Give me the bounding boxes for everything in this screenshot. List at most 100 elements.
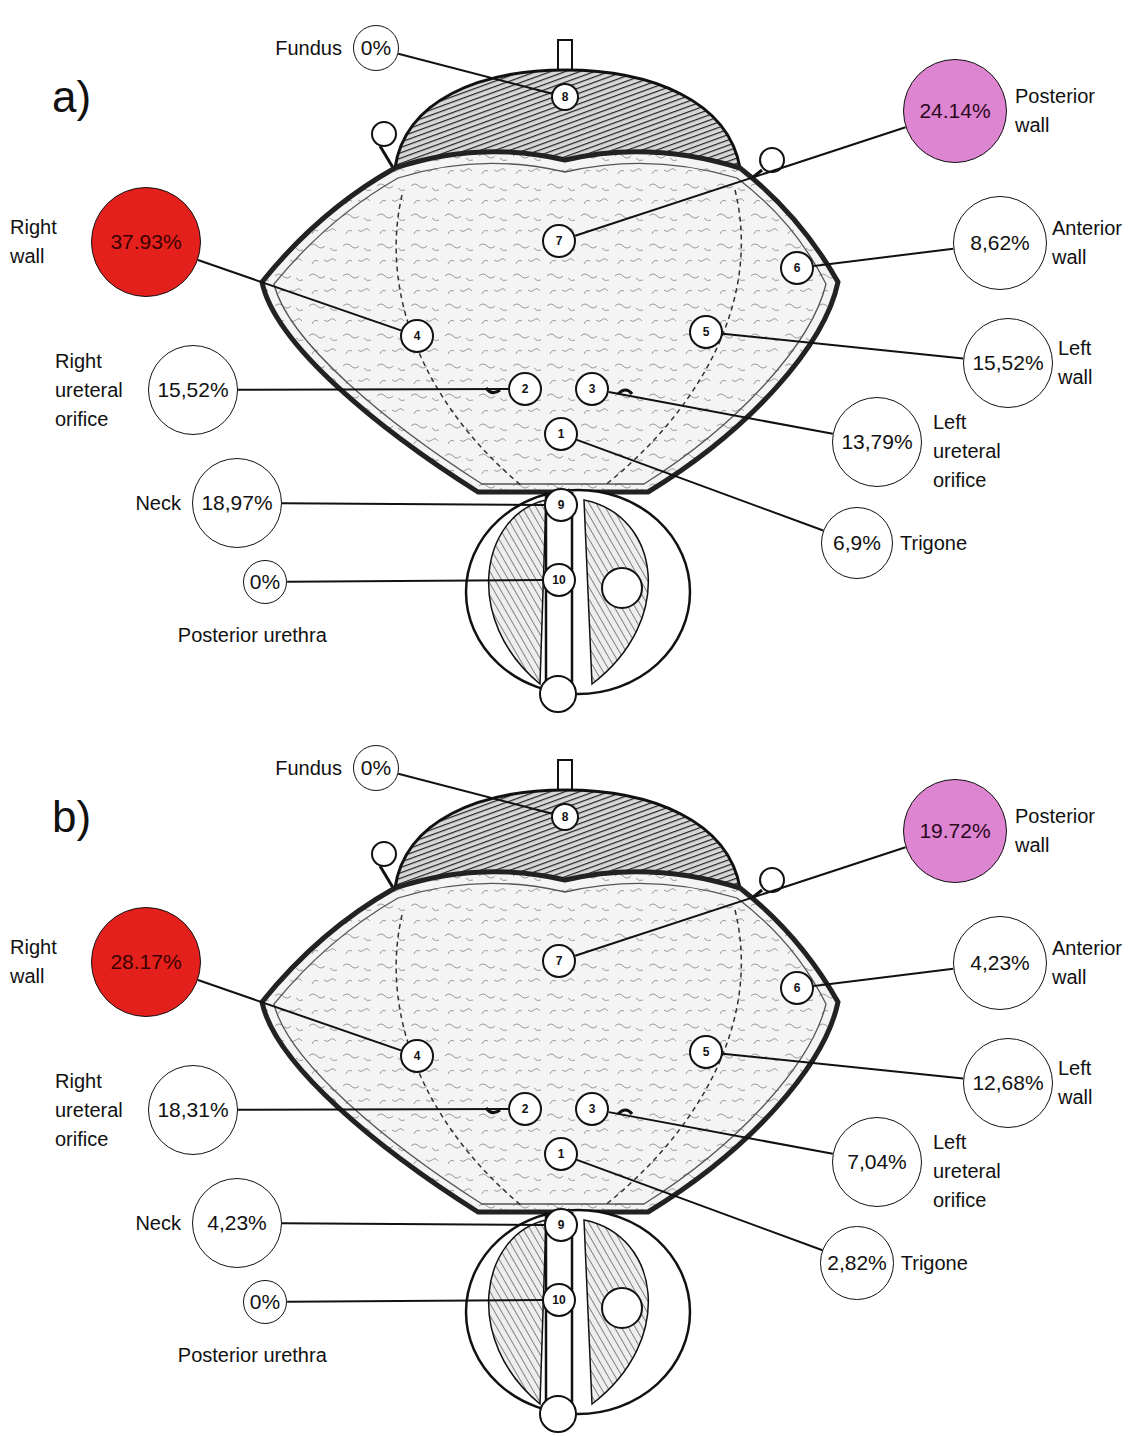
callout-number: 6 [794, 981, 801, 995]
site-number-circle: 5 [689, 315, 723, 349]
site-number-circle: 1 [544, 1137, 578, 1171]
callout-number: 10 [552, 573, 565, 587]
site-number-circle: 10 [542, 563, 576, 597]
leader-line [238, 1108, 508, 1111]
site-number-circle: 4 [400, 319, 434, 353]
percentage-value: 19.72% [919, 818, 990, 843]
site-number-circle: 8 [551, 83, 579, 111]
site-name: Left ureteral orifice [933, 408, 1025, 495]
leader-line [398, 54, 551, 94]
percentage-value: 15,52% [157, 377, 228, 402]
callout-number: 1 [558, 1147, 565, 1161]
percent-circle: 2,82%Trigone [820, 1226, 894, 1300]
percentage-value: 6,9% [833, 530, 881, 555]
site-name: Right ureteral orifice [55, 347, 141, 434]
percentage-value: 2,82% [827, 1250, 887, 1275]
leader-line [609, 1112, 833, 1154]
site-name: Trigone [901, 1248, 968, 1277]
percent-circle: 7,04%Left ureteral orifice [832, 1117, 922, 1207]
leader-line [814, 969, 953, 986]
percent-circle: 19.72%Posterior wall [903, 779, 1007, 883]
percent-circle: 6,9%Trigone [821, 507, 893, 579]
callout-number: 9 [558, 498, 565, 512]
callout-number: 7 [556, 954, 563, 968]
panel-label: b) [52, 792, 91, 842]
site-number-circle: 6 [780, 251, 814, 285]
percent-circle: 0%Posterior urethra [243, 1280, 287, 1324]
callout-number: 2 [522, 382, 529, 396]
site-name: Posterior wall [1015, 802, 1127, 860]
site-number-circle: 4 [400, 1039, 434, 1073]
panel-label: a) [52, 72, 91, 122]
callout-number: 3 [589, 382, 596, 396]
percentage-value: 12,68% [972, 1070, 1043, 1095]
site-name: Anterior wall [1052, 934, 1136, 992]
leader-line [287, 1300, 542, 1302]
percentage-value: 13,79% [841, 429, 912, 454]
leader-line [198, 980, 401, 1050]
percent-circle: 13,79%Left ureteral orifice [832, 397, 922, 487]
site-name: Anterior wall [1052, 214, 1136, 272]
site-number-circle: 8 [551, 803, 579, 831]
callout-number: 7 [556, 234, 563, 248]
leader-line [398, 774, 551, 814]
site-number-circle: 9 [544, 1208, 578, 1242]
site-name: Left ureteral orifice [933, 1128, 1025, 1215]
site-name: Posterior urethra [178, 621, 327, 650]
percentage-value: 0% [250, 569, 280, 594]
percentage-value: 0% [361, 35, 391, 60]
percent-circle: 8,62%Anterior wall [953, 196, 1047, 290]
leader-line [238, 388, 508, 391]
leader-line [577, 440, 823, 531]
percent-circle: 0%Posterior urethra [243, 560, 287, 604]
callout-number: 8 [562, 90, 569, 104]
percentage-value: 37.93% [110, 229, 181, 254]
callout-number: 5 [703, 1045, 710, 1059]
percent-circle: 18,97%Neck [192, 458, 282, 548]
leader-line [577, 1160, 823, 1250]
percentage-value: 15,52% [972, 350, 1043, 375]
leader-line [814, 249, 953, 266]
leader-line [198, 260, 401, 330]
site-number-circle: 2 [508, 1092, 542, 1126]
callout-number: 6 [794, 261, 801, 275]
callout-number: 9 [558, 1218, 565, 1232]
percent-circle: 15,52%Right ureteral orifice [148, 345, 238, 435]
site-name: Neck [135, 489, 181, 518]
percentage-value: 24.14% [919, 98, 990, 123]
percentage-value: 0% [361, 755, 391, 780]
percent-circle: 4,23%Anterior wall [953, 916, 1047, 1010]
callout-number: 3 [589, 1102, 596, 1116]
site-number-circle: 7 [542, 224, 576, 258]
percentage-value: 8,62% [970, 230, 1030, 255]
callout-number: 10 [552, 1293, 565, 1307]
percent-circle: 18,31%Right ureteral orifice [148, 1065, 238, 1155]
site-number-circle: 10 [542, 1283, 576, 1317]
site-name: Trigone [900, 529, 967, 558]
bladder-drawing [262, 40, 838, 712]
leader-line [723, 1054, 963, 1079]
percent-circle: 24.14%Posterior wall [903, 59, 1007, 163]
percentage-value: 4,23% [207, 1210, 267, 1235]
site-name: Posterior urethra [178, 1341, 327, 1370]
leader-line [575, 127, 905, 235]
percent-circle: 12,68%Left wall [963, 1038, 1053, 1128]
percentage-value: 28.17% [110, 949, 181, 974]
leader-line [282, 1223, 544, 1225]
site-number-circle: 9 [544, 488, 578, 522]
site-name: Posterior wall [1015, 82, 1127, 140]
percent-circle: 0%Fundus [353, 25, 399, 71]
percentage-value: 7,04% [847, 1149, 907, 1174]
leader-line [282, 503, 544, 505]
percent-circle: 28.17%Right wall [91, 907, 201, 1017]
site-number-circle: 5 [689, 1035, 723, 1069]
percent-circle: 37.93%Right wall [91, 187, 201, 297]
percentage-value: 18,31% [157, 1097, 228, 1122]
site-name: Fundus [275, 34, 342, 63]
callout-number: 8 [562, 810, 569, 824]
site-name: Left wall [1058, 1054, 1116, 1112]
callout-number: 1 [558, 427, 565, 441]
site-name: Right wall [10, 213, 76, 271]
callout-number: 4 [414, 329, 421, 343]
